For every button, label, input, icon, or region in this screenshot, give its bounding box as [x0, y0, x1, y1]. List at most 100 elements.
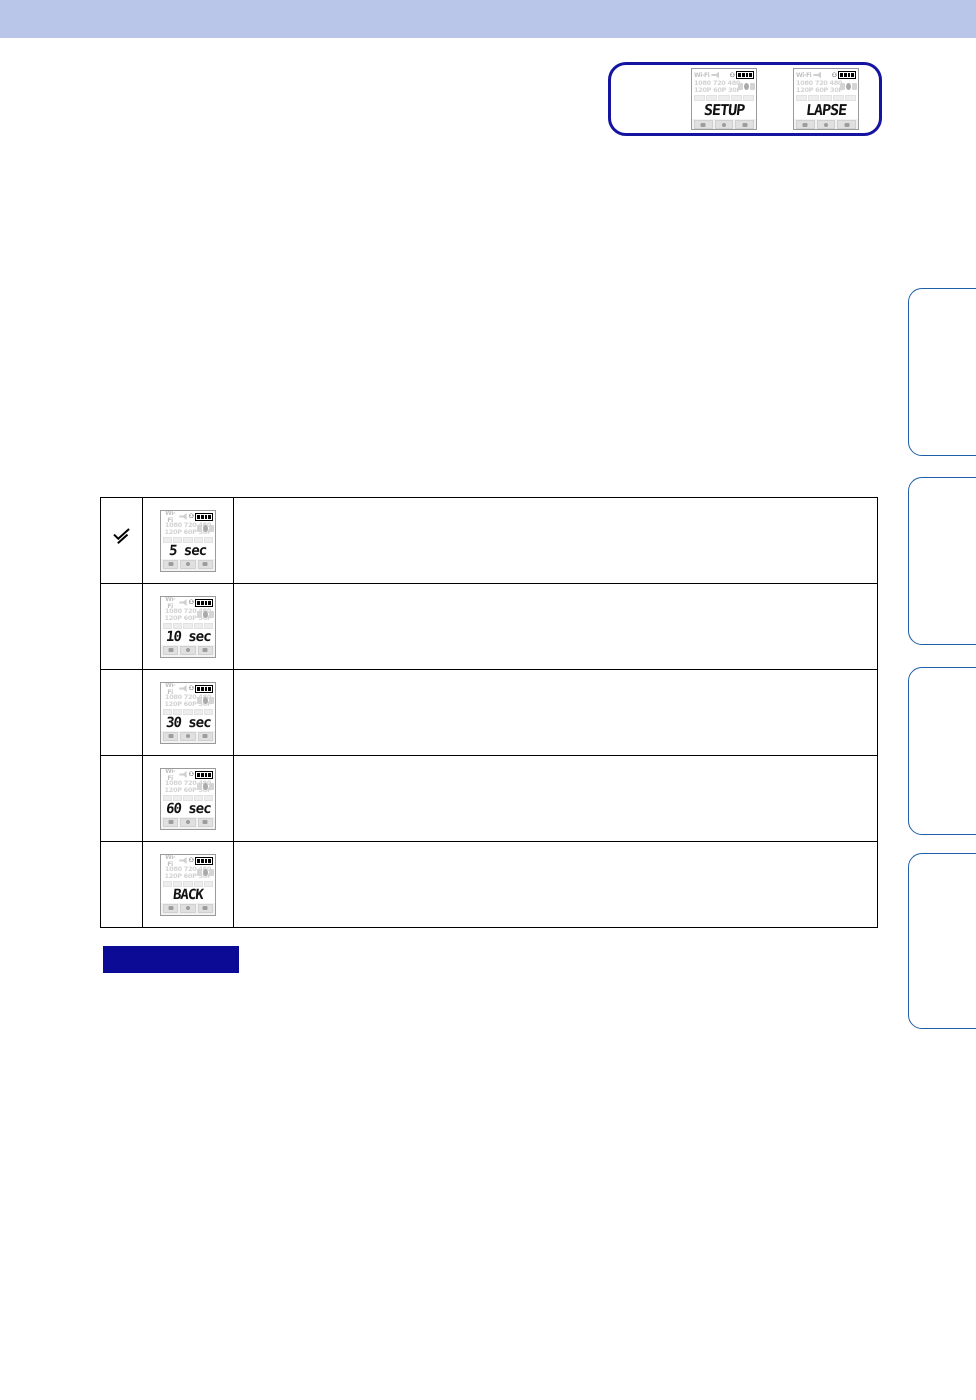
sidebar-tab-1[interactable]: [908, 288, 976, 456]
battery-body: [195, 512, 213, 521]
mic-icon: [179, 685, 187, 692]
lcd-res-indicator-icons: [840, 83, 857, 90]
option-screen-cell: Wi-Fi ⚇ 1080 720 480 120P 60P 30P: [142, 841, 234, 928]
lcd-resolution-rows: 1080 720 480 120P 60P 30P: [161, 778, 215, 794]
photo-mode-icon: [180, 903, 196, 913]
battery-icon: ⚇: [188, 512, 213, 521]
lcd-main-text: BACK: [172, 886, 204, 903]
lcd-status-bar: Wi-Fi ⚇: [161, 853, 215, 868]
photo-mode-icon: [180, 817, 196, 827]
lcd-resolution-rows: 1080 720 480 120P 60P 30P: [794, 80, 858, 94]
battery-body: [736, 71, 754, 79]
lcd-res-line-1: 1080 720 480: [164, 864, 212, 873]
lock-icon: ⚇: [831, 71, 837, 79]
lcd-screen-option-back: Wi-Fi ⚇ 1080 720 480 120P 60P 30P: [160, 853, 216, 916]
lcd-res-line-1: 1080 720 480: [164, 606, 212, 615]
menu-path-callout: Wi-Fi ⚇ 1080 720 480 120P 60P 30P SETUP: [608, 62, 882, 136]
lcd-res-line-2: 120P 60P 30P: [164, 527, 212, 536]
option-description-cell: [233, 669, 878, 756]
wifi-icon: Wi-Fi: [165, 767, 176, 782]
playback-mode-icon: [197, 817, 213, 827]
lcd-screen-setup: Wi-Fi ⚇ 1080 720 480 120P 60P 30P SETUP: [691, 68, 757, 130]
lcd-res-indicator-icons: [197, 868, 214, 876]
selection-check-cell: [100, 497, 143, 584]
lcd-status-bar: Wi-Fi ⚇: [692, 69, 756, 80]
lcd-res-line-2: 120P 60P 30P: [164, 699, 212, 708]
lock-icon: ⚇: [188, 513, 194, 520]
playback-mode-icon: [735, 120, 755, 129]
table-row[interactable]: Wi-Fi ⚇ 1080 720 480 120P 60P 30P: [100, 497, 878, 584]
lcd-mode-bar: [161, 816, 215, 829]
table-row[interactable]: Wi-Fi ⚇ 1080 720 480 120P 60P 30P: [100, 669, 878, 756]
lcd-res-line-2: 120P 60P 30P: [164, 785, 212, 794]
sidebar-tab-4[interactable]: [908, 853, 976, 1029]
sidebar-tab-4-label: [909, 854, 976, 866]
menu-path-screens: Wi-Fi ⚇ 1080 720 480 120P 60P 30P SETUP: [611, 65, 879, 133]
sidebar-tab-3-label: [909, 668, 976, 680]
video-mode-icon: [163, 731, 179, 741]
lcd-inactive-segments: [794, 95, 858, 101]
lcd-res-line-2: 120P 60P 30P: [694, 86, 741, 94]
lcd-res-line-1: 1080 720 480: [164, 778, 212, 787]
playback-mode-icon: [197, 903, 213, 913]
mic-icon: [179, 771, 187, 778]
table-row[interactable]: Wi-Fi ⚇ 1080 720 480 120P 60P 30P: [100, 583, 878, 670]
wifi-icon: Wi-Fi: [796, 71, 812, 79]
lcd-screen-option-10sec: Wi-Fi ⚇ 1080 720 480 120P 60P 30P: [160, 595, 216, 658]
option-description-cell: [233, 583, 878, 670]
video-mode-icon: [694, 120, 713, 129]
video-mode-icon: [163, 903, 179, 913]
wifi-icon: Wi-Fi: [165, 509, 176, 524]
lcd-main-text: 10 sec: [164, 628, 212, 645]
lcd-main-text-area: BACK: [161, 887, 215, 903]
lcd-screen-option-5sec: Wi-Fi ⚇ 1080 720 480 120P 60P 30P: [160, 509, 216, 572]
sidebar-tab-2-label: [909, 478, 976, 490]
lcd-inactive-segments: [161, 708, 215, 715]
selection-check-cell: [100, 841, 143, 928]
playback-mode-icon: [197, 559, 213, 569]
battery-icon: ⚇: [832, 71, 856, 79]
battery-body: [195, 598, 213, 607]
lcd-resolution-rows: 1080 720 480 120P 60P 30P: [161, 693, 215, 708]
lcd-screen-option-60sec: Wi-Fi ⚇ 1080 720 480 120P 60P 30P: [160, 767, 216, 830]
wifi-icon: Wi-Fi: [165, 853, 176, 868]
photo-mode-icon: [180, 559, 196, 569]
option-screen-cell: Wi-Fi ⚇ 1080 720 480 120P 60P 30P: [142, 755, 234, 842]
lcd-mode-bar: [161, 558, 215, 571]
sidebar-tab-3[interactable]: [908, 667, 976, 835]
lcd-main-text: 60 sec: [164, 800, 212, 817]
sidebar-tab-2[interactable]: [908, 477, 976, 645]
sidebar-tab-1-label: [909, 289, 976, 301]
mic-icon: [813, 71, 822, 79]
battery-icon: ⚇: [188, 770, 213, 779]
lcd-main-text-area: LAPSE: [794, 101, 858, 119]
video-mode-icon: [796, 120, 815, 129]
lock-icon: ⚇: [188, 771, 194, 778]
selection-check-cell: [100, 583, 143, 670]
lcd-resolution-rows: 1080 720 480 120P 60P 30P: [161, 606, 215, 622]
lcd-resolution-rows: 1080 720 480 120P 60P 30P: [161, 521, 215, 536]
lcd-main-text: 30 sec: [164, 714, 212, 731]
lcd-status-bar: Wi-Fi ⚇: [794, 69, 858, 80]
lcd-resolution-rows: 1080 720 480 120P 60P 30P: [692, 80, 756, 94]
checkmark-icon: [112, 528, 132, 548]
lcd-inactive-segments: [161, 622, 215, 629]
lock-icon: ⚇: [188, 685, 194, 692]
table-row[interactable]: Wi-Fi ⚇ 1080 720 480 120P 60P 30P: [100, 841, 878, 928]
photo-mode-icon: [180, 645, 196, 655]
lcd-main-text-area: 60 sec: [161, 801, 215, 817]
battery-body: [195, 856, 213, 865]
lcd-mode-bar: [692, 119, 756, 129]
mic-icon: [179, 857, 187, 864]
interval-options-table: Wi-Fi ⚇ 1080 720 480 120P 60P 30P: [100, 497, 878, 928]
lcd-res-line-2: 120P 60P 30P: [164, 871, 212, 880]
lcd-res-indicator-icons: [738, 83, 755, 90]
lcd-status-bar: Wi-Fi ⚇: [161, 597, 215, 610]
video-mode-icon: [163, 817, 179, 827]
wifi-icon: Wi-Fi: [165, 681, 176, 696]
lcd-res-line-2: 120P 60P 30P: [796, 86, 843, 94]
battery-icon: ⚇: [188, 684, 213, 693]
battery-icon: ⚇: [189, 598, 213, 607]
table-row[interactable]: Wi-Fi ⚇ 1080 720 480 120P 60P 30P: [100, 755, 878, 842]
lcd-mode-bar: [161, 902, 215, 915]
